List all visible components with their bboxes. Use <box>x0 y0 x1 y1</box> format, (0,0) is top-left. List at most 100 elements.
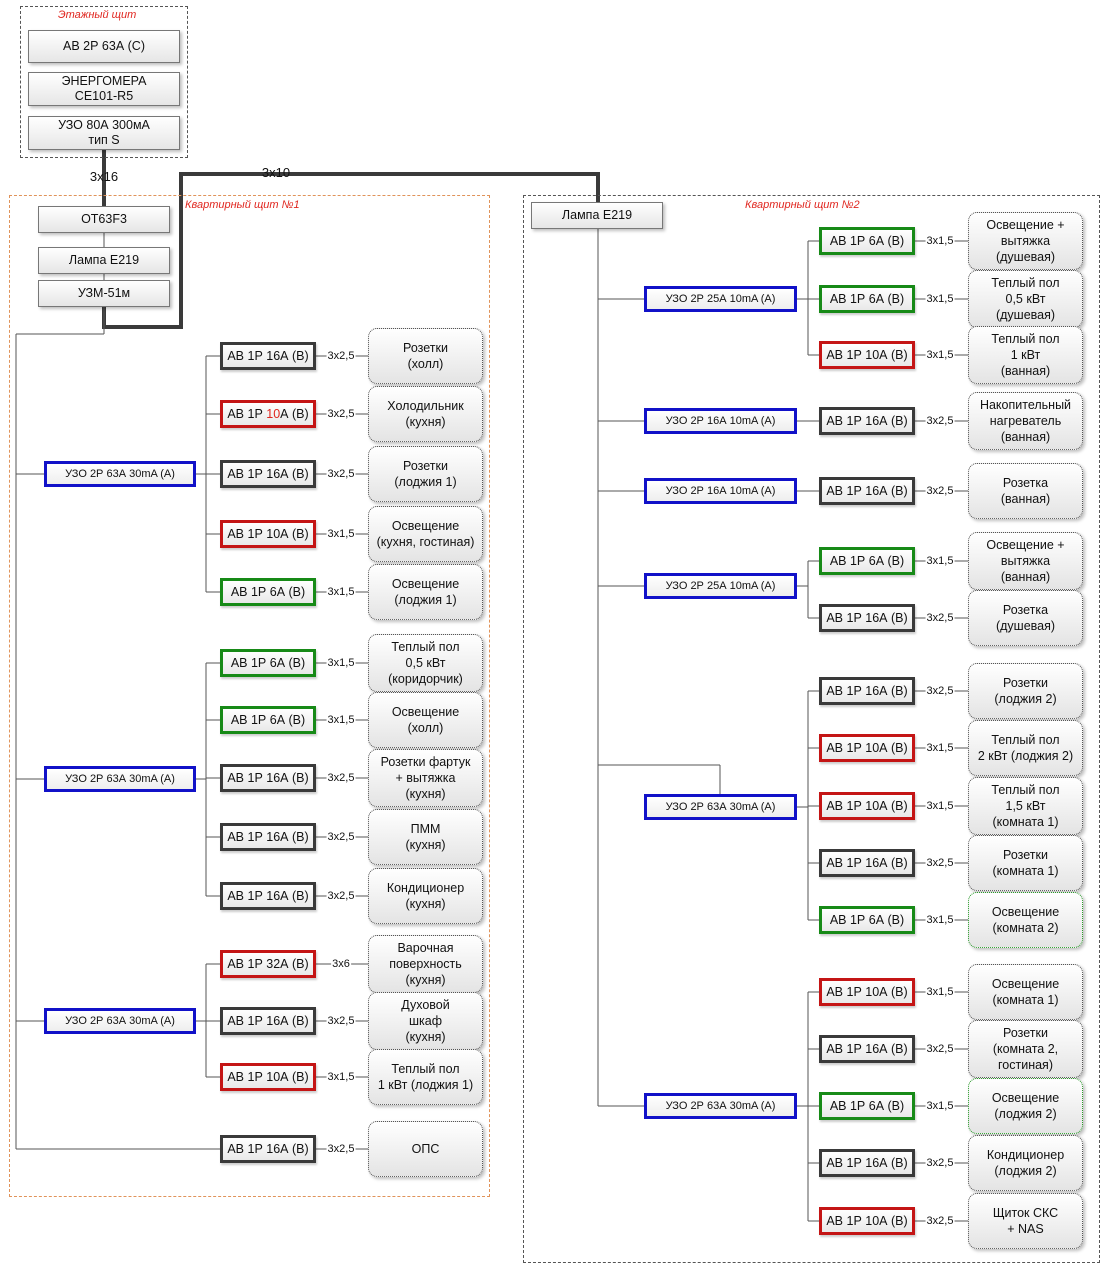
p2-cable-11: 3х2,5 <box>925 857 955 869</box>
p1-cable-5: 3х1,5 <box>326 586 356 598</box>
p1-breaker-3-text-a: АВ 1Р <box>227 467 267 481</box>
p1-load-12: Духовой шкаф (кухня) <box>368 992 483 1050</box>
p2-rcd-1: УЗО 2Р 25А 10mA (A) <box>644 286 797 312</box>
feeder-2-cable: 3х10 <box>261 165 291 180</box>
p2-breaker-10: АВ 1Р 10А (В) <box>819 792 915 820</box>
p1-breaker-2-text-a: АВ 1Р <box>227 407 267 421</box>
p2-load-8: Розетки (лоджия 2) <box>968 663 1083 719</box>
p2-load-16: Кондиционер (лоджия 2) <box>968 1135 1083 1191</box>
p2-breaker-11: АВ 1Р 16А (В) <box>819 849 915 877</box>
p2-rcd-5: УЗО 2Р 63А 30mA (A) <box>644 794 797 820</box>
p1-breaker-4-rating: 10 <box>266 527 281 541</box>
p2-breaker-14: АВ 1Р 16А (В) <box>819 1035 915 1063</box>
p2-load-14: Розетки (комната 2, гостиная) <box>968 1020 1083 1078</box>
panel-2-title: Квартирный щит №2 <box>745 199 860 211</box>
feeder-1-cable: 3х16 <box>89 169 119 184</box>
p1-breaker-5-text-a: АВ 1Р <box>230 585 270 599</box>
p1-breaker-4-text-b: А (В) <box>280 527 309 541</box>
p1-breaker-6-text-b: А (В) <box>276 656 306 670</box>
p2-cable-9: 3х1,5 <box>925 742 955 754</box>
p1-cable-12: 3х2,5 <box>326 1015 356 1027</box>
p1-cable-11: 3х6 <box>331 958 351 970</box>
p2-breaker-15: АВ 1Р 6А (В) <box>819 1092 915 1120</box>
panel-2-lamp: Лампа Е219 <box>531 202 663 229</box>
p1-load-1: Розетки (холл) <box>368 328 483 384</box>
p1-cable-4: 3х1,5 <box>326 528 356 540</box>
p1-breaker-6-rating: 6 <box>269 656 277 670</box>
p2-cable-10: 3х1,5 <box>925 800 955 812</box>
p1-breaker-10-rating: 16 <box>266 889 281 903</box>
p2-cable-16: 3х2,5 <box>925 1157 955 1169</box>
p1-breaker-5-rating: 6 <box>269 585 277 599</box>
panel-1-frame <box>9 195 490 1197</box>
panel-1-voltage-relay: УЗМ-51м <box>38 280 170 307</box>
p1-breaker-13-rating: 10 <box>266 1070 281 1084</box>
p1-breaker-10-text-a: АВ 1Р <box>227 889 267 903</box>
p2-breaker-4: АВ 1Р 16А (В) <box>819 407 915 435</box>
p1-rcd-2: УЗО 2Р 63А 30mA (A) <box>44 766 196 792</box>
p2-breaker-9: АВ 1Р 10А (В) <box>819 734 915 762</box>
p2-rcd-4: УЗО 2Р 25А 10mA (A) <box>644 573 797 599</box>
p1-breaker-11-text-b: А (В) <box>280 957 309 971</box>
p1-breaker-7-rating: 6 <box>269 713 277 727</box>
p1-breaker-12-text-b: А (В) <box>280 1014 309 1028</box>
p1-cable-10: 3х2,5 <box>326 890 356 902</box>
p1-breaker-11-text-a: АВ 1Р <box>227 957 267 971</box>
p1-breaker-11-rating: 32 <box>266 957 281 971</box>
p2-load-4: Накопительный нагреватель (ванная) <box>968 392 1083 450</box>
p2-breaker-12: АВ 1Р 6А (В) <box>819 906 915 934</box>
p1-load-11: Варочная поверхность (кухня) <box>368 935 483 993</box>
p1-breaker-1-rating: 16 <box>266 349 281 363</box>
p1-cable-3: 3х2,5 <box>326 468 356 480</box>
p1-breaker-9-text-a: АВ 1Р <box>227 830 267 844</box>
p1-breaker-9-rating: 16 <box>266 830 281 844</box>
p2-load-6: Освещение + вытяжка (ванная) <box>968 532 1083 590</box>
p2-cable-5: 3х2,5 <box>925 485 955 497</box>
p1-cable-6: 3х1,5 <box>326 657 356 669</box>
panel-2-frame <box>523 195 1100 1263</box>
p1-breaker-10-text-b: А (В) <box>280 889 309 903</box>
p1-load-9: ПММ (кухня) <box>368 809 483 865</box>
p2-load-12: Освещение (комната 2) <box>968 892 1083 948</box>
p1-breaker-7-text-a: АВ 1Р <box>230 713 270 727</box>
p2-load-13: Освещение (комната 1) <box>968 964 1083 1020</box>
main-breaker: АВ 2Р 63А (С) <box>28 30 180 63</box>
p2-load-5: Розетка (ванная) <box>968 463 1083 519</box>
p2-cable-4: 3х2,5 <box>925 415 955 427</box>
p1-breaker-12-text-a: АВ 1Р <box>227 1014 267 1028</box>
p1-breaker-1-text-a: АВ 1Р <box>227 349 267 363</box>
p1-load-5: Освещение (лоджия 1) <box>368 564 483 620</box>
p1-breaker-3-text-b: А (В) <box>280 467 309 481</box>
floor-panel-frame <box>20 6 188 158</box>
p2-breaker-6: АВ 1Р 6А (В) <box>819 547 915 575</box>
p2-breaker-1: АВ 1Р 6А (В) <box>819 227 915 255</box>
p1-cable-14: 3х2,5 <box>326 1143 356 1155</box>
p2-load-9: Теплый пол 2 кВт (лоджия 2) <box>968 720 1083 776</box>
p1-load-14: ОПС <box>368 1121 483 1177</box>
p1-breaker-5-text-b: А (В) <box>276 585 306 599</box>
p2-breaker-2: АВ 1Р 6А (В) <box>819 285 915 313</box>
p1-breaker-2-rating: 10 <box>266 407 281 421</box>
p1-rcd-1: УЗО 2Р 63А 30mA (A) <box>44 461 196 487</box>
p1-breaker-14-rating: 16 <box>266 1142 281 1156</box>
panel-1-lamp: Лампа Е219 <box>38 247 170 274</box>
p2-cable-3: 3х1,5 <box>925 349 955 361</box>
p1-breaker-8-rating: 16 <box>266 771 281 785</box>
p1-load-4: Освещение (кухня, гостиная) <box>368 506 483 562</box>
p2-cable-13: 3х1,5 <box>925 986 955 998</box>
p2-load-17: Щиток СКС + NAS <box>968 1193 1083 1249</box>
p1-load-6: Теплый пол 0,5 кВт (коридорчик) <box>368 634 483 692</box>
p1-breaker-3-rating: 16 <box>266 467 281 481</box>
p2-cable-14: 3х2,5 <box>925 1043 955 1055</box>
p1-breaker-7-text-b: А (В) <box>276 713 306 727</box>
